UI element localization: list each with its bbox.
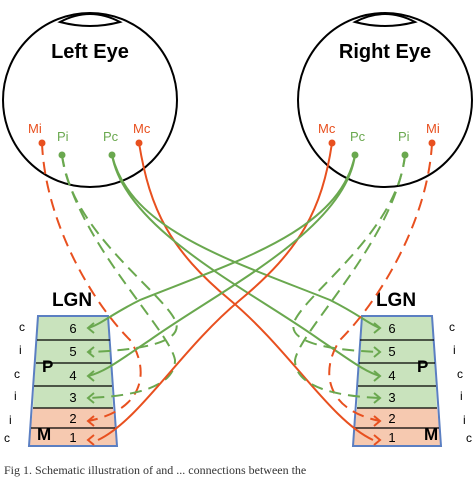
right-side-6: c [449,320,455,334]
fiber-left-pc-to-right-4 [111,154,381,377]
right-side-4: c [457,367,463,381]
right-layer-1: 1 [388,430,395,445]
fiber-right-mi-to-right-2 [328,142,433,422]
right-side-3: i [460,389,463,403]
right-mi-cell [428,139,436,147]
fiber-right-pc-to-left-6 [87,154,356,329]
fiber-left-pi-to-left-5 [61,154,178,353]
left-layer-5: 5 [69,344,76,359]
figure-caption: Fig 1. Schematic illustration of and ...… [4,463,306,477]
right-lgn-title: LGN [376,290,416,311]
left-cornea [57,13,123,27]
left-lgn: LGN P M 6 5 4 3 2 1 c i c i i c [4,290,119,447]
right-layer-4: 4 [388,368,395,383]
left-side-1: c [4,431,10,445]
right-cornea [352,13,418,27]
left-layer-2: 2 [69,411,76,426]
terminals [86,322,382,446]
left-lgn-title: LGN [52,290,92,311]
retinal-cells [38,139,436,159]
left-m-label: M [37,425,51,444]
fiber-left-mc-to-right-1 [138,142,374,441]
right-p-label: P [417,357,428,376]
left-layer-6: 6 [69,321,76,336]
fiber-right-pi-to-right-3 [293,154,406,399]
left-layer-3: 3 [69,390,76,405]
left-layer-4: 4 [69,368,76,383]
left-side-6: c [19,320,25,334]
right-label-mi: Mi [426,121,440,136]
right-m-label: M [424,425,438,444]
left-mc-cell [135,139,143,147]
right-lgn: LGN P M 6 5 4 3 2 1 c i c i i c [351,290,472,447]
right-layer-5: 5 [388,344,395,359]
left-pi-cell [58,151,66,159]
fiber-left-mi-to-left-2 [41,142,142,422]
fiber-left-pc-to-right-6 [111,154,381,329]
fiber-left-pi-to-left-3 [61,154,177,399]
left-label-mc: Mc [133,121,151,136]
left-pc-cell [108,151,116,159]
right-layer-6: 6 [388,321,395,336]
fiber-right-pi-to-right-5 [292,154,406,353]
right-label-pc: Pc [350,129,366,144]
right-eye: Right Eye [297,12,473,188]
left-layer-1: 1 [69,430,76,445]
right-side-5: i [453,343,456,357]
right-pc-cell [351,151,359,159]
right-pi-cell [401,151,409,159]
left-p-label: P [42,357,53,376]
left-eye-title: Left Eye [51,41,129,63]
right-side-1: c [466,431,472,445]
right-label-pi: Pi [398,129,410,144]
left-side-2: i [9,413,12,427]
left-side-3: i [14,389,17,403]
fiber-right-pc-to-left-4 [87,154,356,377]
left-label-pc: Pc [103,129,119,144]
left-side-5: i [19,343,22,357]
right-layer-2: 2 [388,411,395,426]
right-side-2: i [463,413,466,427]
left-mi-cell [38,139,46,147]
left-side-4: c [14,367,20,381]
right-mc-cell [328,139,336,147]
left-label-mi: Mi [28,121,42,136]
fiber-right-mc-to-left-1 [97,142,333,441]
right-eye-title: Right Eye [339,41,431,63]
fiber-paths [41,142,433,441]
right-label-mc: Mc [318,121,336,136]
left-label-pi: Pi [57,129,69,144]
right-layer-3: 3 [388,390,395,405]
left-eye: Left Eye [2,12,178,188]
